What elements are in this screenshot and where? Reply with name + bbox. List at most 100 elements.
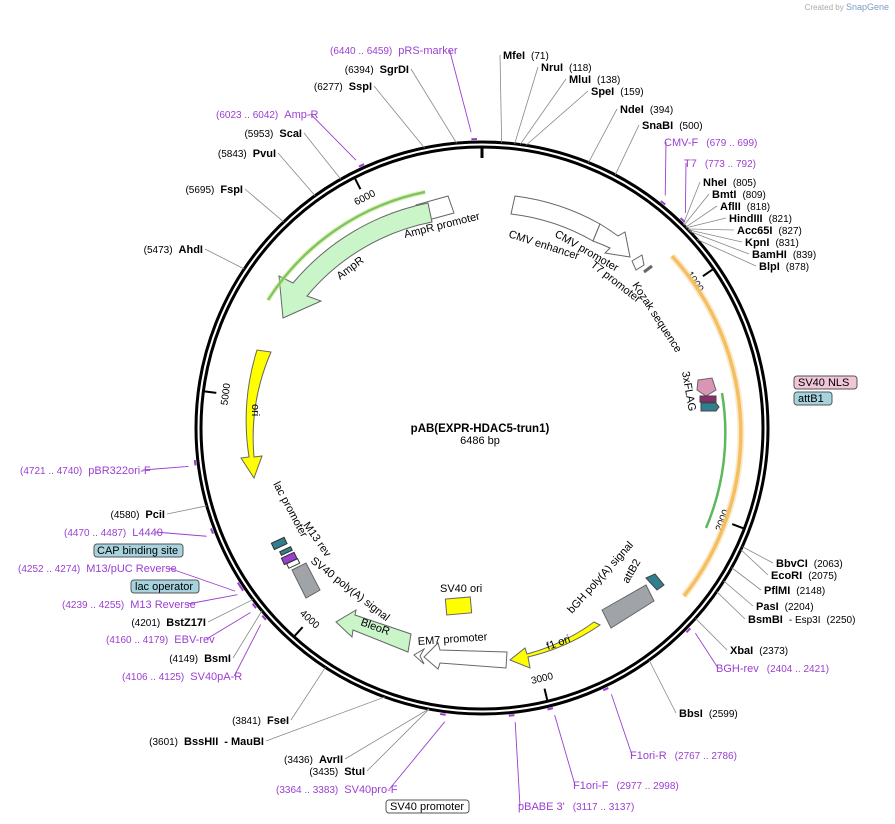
- em7-promoter-arrow[interactable]: [423, 642, 508, 670]
- tick-mark: [543, 688, 549, 702]
- site-bbsi[interactable]: BbsI(2599): [679, 708, 738, 720]
- site-blpi[interactable]: BlpI(878): [759, 261, 809, 273]
- primer-amp-r[interactable]: (6023 .. 6042)Amp-R: [216, 109, 365, 168]
- svg-text:(4239 .. 4255)M13 Reverse: (4239 .. 4255)M13 Reverse: [62, 599, 196, 611]
- sv40-promoter-box[interactable]: [385, 799, 470, 814]
- lac-promoter-box[interactable]: [270, 536, 288, 551]
- primer-m13-reverse[interactable]: (4239 .. 4255)M13 Reverse: [62, 585, 245, 611]
- site-acc65i[interactable]: Acc65I(827): [737, 225, 802, 237]
- primer-l4440[interactable]: (4470 .. 4487)L4440: [64, 527, 214, 539]
- site-bamhi[interactable]: BamHI(839): [752, 249, 816, 261]
- site-pvui[interactable]: (5843)PvuI: [218, 148, 276, 160]
- site-ecori[interactable]: EcoRI(2075): [771, 570, 837, 582]
- cap-binding-site-box[interactable]: [93, 543, 184, 558]
- site-hindiii[interactable]: HindIII(821): [729, 213, 792, 225]
- site-nrui[interactable]: NruI(118): [541, 62, 592, 74]
- svg-text:(4721 .. 4740)pBR322ori-F: (4721 .. 4740)pBR322ori-F: [20, 465, 151, 477]
- t7-promoter-arrow[interactable]: [631, 254, 645, 271]
- svg-text:(4201)BstZ17I: (4201)BstZ17I: [131, 617, 206, 629]
- site-stui[interactable]: (3435)StuI: [309, 766, 365, 778]
- flag-box[interactable]: [699, 395, 717, 403]
- primer-bgh-rev[interactable]: BGH-rev(2404 .. 2421): [685, 627, 829, 675]
- attb2-arrow[interactable]: [645, 573, 665, 591]
- svg-text:PasI(2204): PasI(2204): [756, 601, 814, 613]
- site-avrii[interactable]: (3436)AvrII: [284, 754, 343, 766]
- svg-text:pBABE 3'(3117 .. 3137): pBABE 3'(3117 .. 3137): [518, 801, 634, 813]
- kozak-mark: [643, 264, 653, 274]
- bleor-arrow[interactable]: [335, 608, 412, 653]
- site-xbai[interactable]: XbaI(2373): [730, 645, 788, 657]
- bgh-polya-box[interactable]: [601, 584, 655, 629]
- boxed-labels: SV40 NLS attB1 CAP binding site lac oper…: [93, 375, 858, 814]
- attb1-arrow[interactable]: [700, 402, 720, 412]
- site-bbvci[interactable]: BbvCI(2063): [776, 558, 843, 570]
- site-spei[interactable]: SpeI(159): [591, 86, 644, 98]
- sv40-nls-box[interactable]: [793, 375, 858, 390]
- tick-mark: [203, 390, 217, 394]
- primer-prs-marker[interactable]: (6440 .. 6459)pRS-marker: [330, 45, 477, 141]
- primer-pbabe-3-[interactable]: pBABE 3'(3117 .. 3137): [508, 714, 634, 813]
- site-bmti[interactable]: BmtI(809): [712, 189, 766, 201]
- primer-m13-puc-reverse[interactable]: (4252 .. 4274)M13/pUC Reverse: [18, 563, 242, 592]
- svg-text:(4580)PciI: (4580)PciI: [111, 509, 165, 521]
- site-bstz17i[interactable]: (4201)BstZ17I: [131, 617, 206, 629]
- em7-small-arrow[interactable]: [413, 647, 426, 665]
- site-bsshii[interactable]: (3601)BssHII- MauBI: [149, 736, 264, 748]
- primer-cmv-f[interactable]: CMV-F(679 .. 699): [660, 137, 758, 206]
- credit-prefix: Created by: [804, 3, 844, 12]
- site-ahdi[interactable]: (5473)AhdI: [144, 244, 203, 256]
- plasmid-size: 6486 bp: [460, 435, 500, 447]
- site-sspi[interactable]: (6277)SspI: [314, 81, 372, 93]
- site-pflmi[interactable]: PflMI(2148): [764, 585, 825, 597]
- ori-arrow[interactable]: [240, 349, 272, 480]
- site-bsmbi[interactable]: BsmBI- Esp3I(2250): [748, 614, 855, 626]
- svg-text:(4106 .. 4125)SV40pA-R: (4106 .. 4125)SV40pA-R: [122, 671, 242, 683]
- primer-sv40pro-f[interactable]: (3364 .. 3383)SV40pro-F: [276, 712, 446, 796]
- primer-pbr322ori-f[interactable]: (4721 .. 4740)pBR322ori-F: [20, 459, 197, 477]
- site-fspi[interactable]: (5695)FspI: [185, 184, 243, 196]
- svg-text:F1ori-R(2767 .. 2786): F1ori-R(2767 .. 2786): [630, 750, 737, 762]
- site-ndei[interactable]: NdeI(394): [620, 104, 673, 116]
- f1-ori-arrow[interactable]: [509, 621, 601, 669]
- site-mlui[interactable]: MluI(138): [569, 74, 620, 86]
- site-kpni[interactable]: KpnI(831): [745, 237, 799, 249]
- svg-text:(4470 .. 4487)L4440: (4470 .. 4487)L4440: [64, 527, 163, 539]
- site-aflii[interactable]: AflII(818): [720, 201, 770, 213]
- site-snabi[interactable]: SnaBI(500): [642, 120, 703, 132]
- primer-ebv-rev[interactable]: (4160 .. 4179)EBV-rev: [106, 603, 257, 646]
- sv40-polya-box[interactable]: [291, 562, 321, 599]
- sv40-nls-arrow[interactable]: [696, 377, 717, 397]
- primer-f1ori-f[interactable]: F1ori-F(2977 .. 2998): [547, 707, 679, 792]
- site-bsmi[interactable]: (4149)BsmI: [169, 653, 231, 665]
- site-pasi[interactable]: PasI(2204): [756, 601, 814, 613]
- ampr-arrow[interactable]: [278, 202, 433, 319]
- svg-text:NdeI(394): NdeI(394): [620, 104, 673, 116]
- site-sgrdi[interactable]: (6394)SgrDI: [345, 64, 409, 76]
- site-pcii[interactable]: (4580)PciI: [111, 509, 165, 521]
- site-fsei[interactable]: (3841)FseI: [232, 715, 289, 727]
- svg-text:(5843)PvuI: (5843)PvuI: [218, 148, 276, 160]
- primer-t7[interactable]: T7(773 .. 792): [679, 158, 756, 223]
- outer-labels: MfeI(71)NruI(118)MluI(138)SpeI(159) NdeI(…: [18, 45, 855, 813]
- tick-mark: [353, 177, 362, 190]
- site-scai[interactable]: (5953)ScaI: [244, 128, 302, 140]
- sv40-ori-box[interactable]: [444, 596, 473, 616]
- svg-text:EcoRI(2075): EcoRI(2075): [771, 570, 837, 582]
- svg-text:BmtI(809): BmtI(809): [712, 189, 766, 201]
- label-3xflag: 3xFLAG: [679, 370, 698, 412]
- lac-operator-box[interactable]: [130, 579, 200, 594]
- cap-binding-site-text: CAP binding site: [97, 545, 178, 557]
- attb1-text: attB1: [798, 393, 824, 405]
- site-mfei[interactable]: MfeI(71): [503, 50, 549, 62]
- tick-label: 3000: [530, 671, 555, 687]
- attb1-box[interactable]: [793, 391, 833, 406]
- site-nhei[interactable]: NheI(805): [703, 177, 756, 189]
- cmv-promoter-arrow[interactable]: [592, 223, 631, 258]
- svg-text:NheI(805): NheI(805): [703, 177, 756, 189]
- lac-operator-text: lac operator: [135, 581, 193, 593]
- orf-green-arc[interactable]: [704, 392, 727, 529]
- primer-f1ori-r[interactable]: F1ori-R(2767 .. 2786): [602, 687, 737, 762]
- primer-sv40pa-r[interactable]: (4106 .. 4125)SV40pA-R: [122, 614, 267, 683]
- svg-text:BsmBI- Esp3I(2250): BsmBI- Esp3I(2250): [748, 614, 855, 626]
- label-attb2: attB2: [620, 557, 643, 585]
